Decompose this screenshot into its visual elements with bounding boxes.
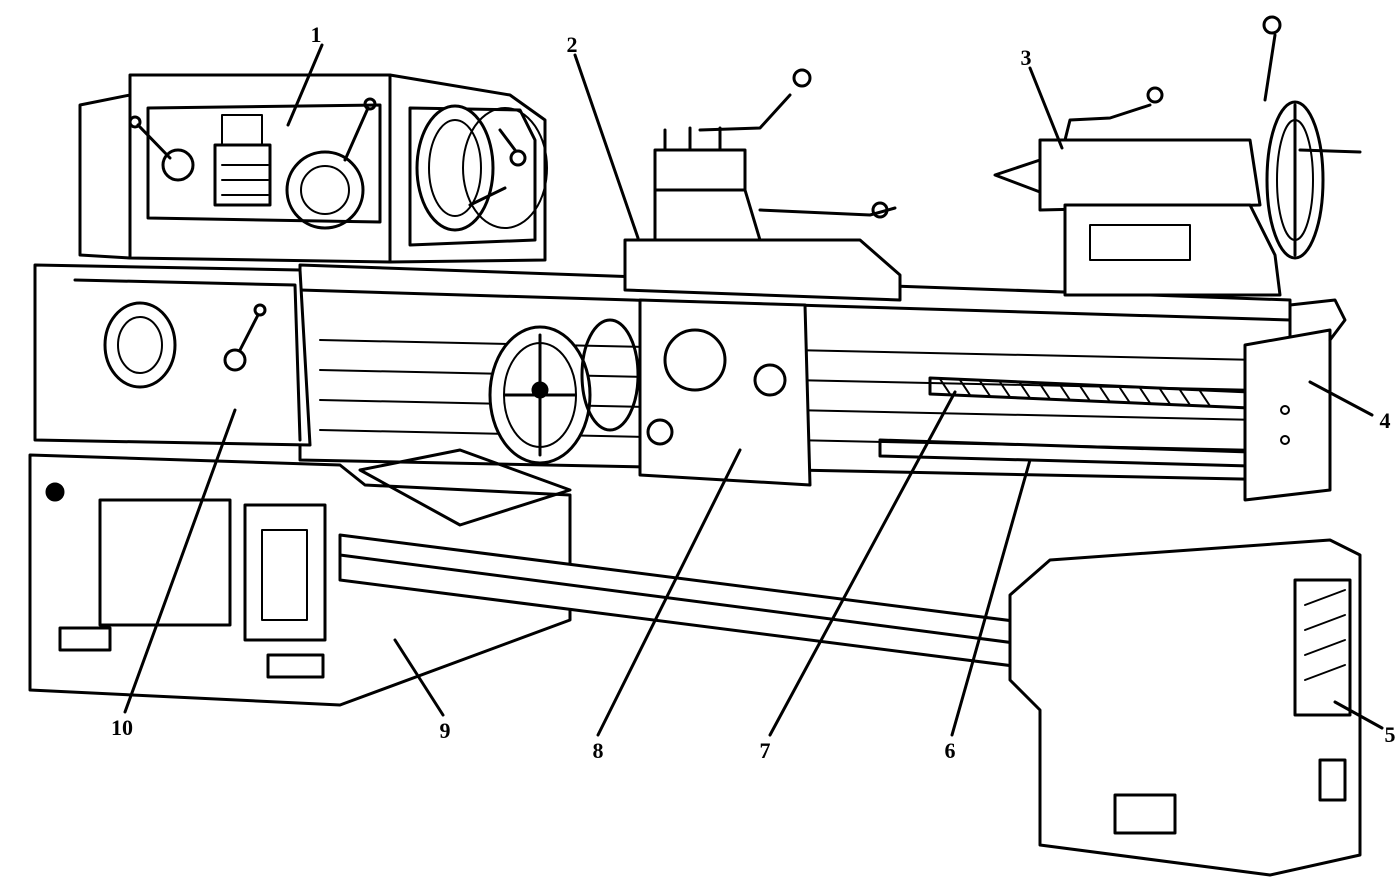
leader-4 bbox=[1308, 380, 1374, 417]
leader-5 bbox=[1333, 700, 1384, 730]
callout-6: 6 bbox=[945, 738, 956, 763]
callout-8: 8 bbox=[593, 738, 604, 763]
callouts: 1 2 3 4 5 6 7 8 9 10 bbox=[111, 22, 1396, 763]
callout-4: 4 bbox=[1380, 408, 1391, 433]
leader-9 bbox=[393, 638, 445, 717]
leader-6 bbox=[950, 458, 1032, 737]
apron bbox=[488, 298, 812, 487]
callout-10: 10 bbox=[111, 715, 133, 740]
callout-7: 7 bbox=[760, 738, 771, 763]
feed-gearbox bbox=[33, 263, 312, 447]
leader-1 bbox=[286, 43, 324, 127]
callout-2: 2 bbox=[567, 32, 578, 57]
right-pedestal bbox=[1008, 538, 1362, 877]
leader-7 bbox=[768, 390, 957, 737]
leader-lines bbox=[123, 43, 1384, 737]
leader-3 bbox=[1028, 66, 1064, 150]
leader-8 bbox=[596, 448, 742, 737]
callout-5: 5 bbox=[1385, 722, 1396, 747]
tailstock bbox=[993, 15, 1362, 297]
callout-9: 9 bbox=[440, 718, 451, 743]
headstock bbox=[78, 73, 548, 264]
callout-3: 3 bbox=[1021, 45, 1032, 70]
leader-2 bbox=[573, 53, 640, 240]
callout-1: 1 bbox=[311, 22, 322, 47]
carriage-compound bbox=[623, 68, 902, 302]
right-end-bracket bbox=[1243, 298, 1347, 502]
left-pedestal bbox=[28, 448, 572, 707]
leader-10 bbox=[123, 408, 237, 714]
